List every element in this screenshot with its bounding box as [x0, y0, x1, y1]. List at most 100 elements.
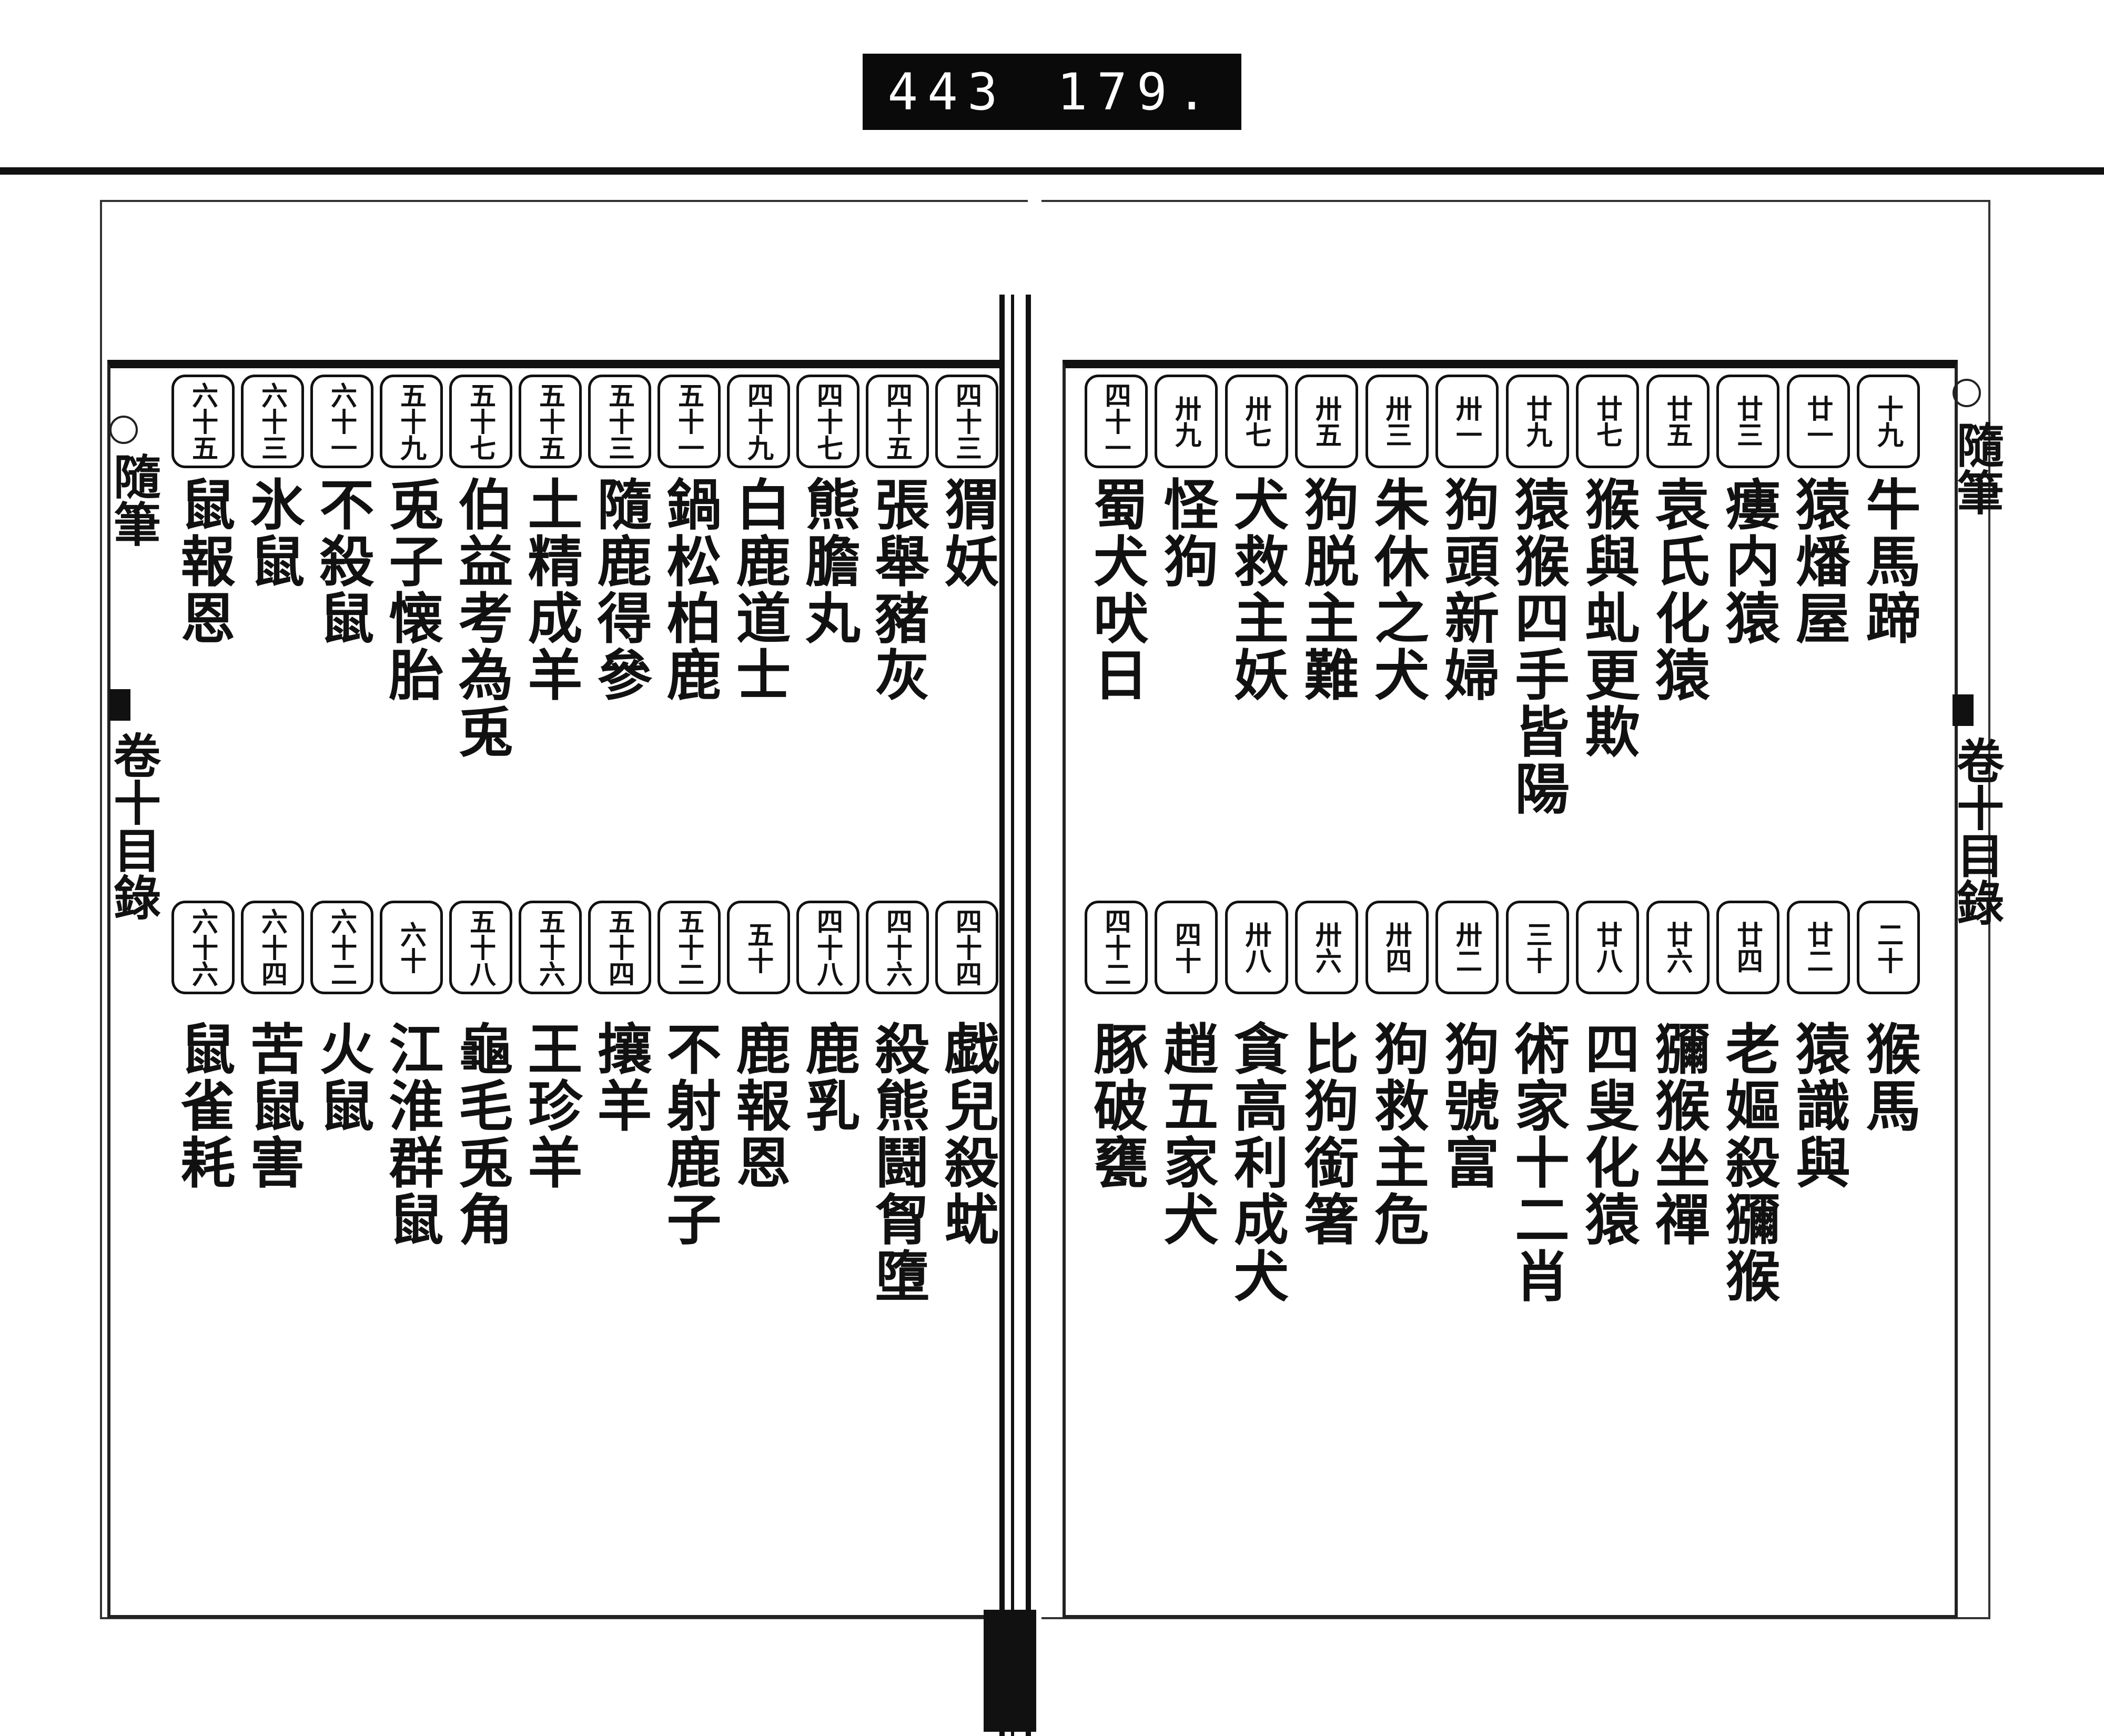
entry-number-label: 四十四 [935, 901, 998, 994]
left-page-outer-frame [100, 200, 1028, 1619]
entry-number-label: 五十三 [588, 375, 651, 468]
entry-title: 狗頭新婦 [1435, 476, 1500, 703]
entry-number-label: 卅二 [1435, 901, 1499, 994]
right-margin-section: 卷十目錄 [1948, 736, 2004, 926]
entry-title: 熊膽丸 [796, 476, 861, 647]
right-margin-title: 隨筆 [1948, 421, 2004, 516]
entry-number-label: 廿五 [1646, 375, 1710, 468]
entry-title: 戯兒殺蚘 [935, 1021, 999, 1248]
entry-title: 攘羊 [588, 1021, 652, 1134]
margin-black-fishtail [109, 689, 130, 721]
entry-title: 氷鼠 [240, 476, 305, 590]
entry-number-label: 四十一 [1084, 375, 1148, 468]
book-spine-binding [999, 295, 1041, 1736]
entry-number-label: 二十 [1857, 901, 1920, 994]
entry-number-label: 四十 [1155, 901, 1218, 994]
entry-number-label: 六十六 [171, 901, 235, 994]
entry-number-label: 四十五 [866, 375, 929, 468]
entry-number-label: 廿七 [1576, 375, 1639, 468]
entry-number-label: 廿四 [1716, 901, 1779, 994]
entry-title: 土精成羊 [518, 476, 583, 703]
entry-title: 張舉豬灰 [865, 476, 930, 703]
entry-title: 鍋松柏鹿 [657, 476, 722, 703]
entry-title: 殺熊鬪胷墮 [865, 1021, 930, 1305]
scanner-top-rule [0, 167, 2104, 175]
entry-number-label: 四十八 [796, 901, 859, 994]
entry-title: 不殺鼠 [310, 476, 375, 647]
entry-number-label: 卅八 [1225, 901, 1288, 994]
entry-number-label: 四十二 [1084, 901, 1148, 994]
entry-title: 瘻内猿 [1716, 476, 1781, 647]
entry-title: 趙五家犬 [1154, 1021, 1219, 1248]
margin-circle-mark [1953, 379, 1981, 407]
entry-title: 白鹿道士 [726, 476, 791, 703]
entry-number-label: 六十二 [310, 901, 373, 994]
entry-title: 朱休之犬 [1364, 476, 1430, 703]
margin-black-fishtail [1953, 694, 1974, 726]
entry-title: 猿燔屋 [1786, 476, 1851, 647]
entry-number-label: 六十四 [241, 901, 304, 994]
entry-title: 火鼠 [310, 1021, 375, 1134]
left-margin-section: 卷十目錄 [105, 731, 161, 921]
entry-title: 鼠雀耗 [171, 1021, 236, 1191]
entry-title: 猬妖 [935, 476, 999, 590]
entry-number-label: 廿八 [1576, 901, 1639, 994]
entry-number-label: 廿九 [1505, 375, 1569, 468]
entry-number-label: 卅五 [1295, 375, 1358, 468]
entry-title: 猿猴四手皆陽 [1505, 476, 1570, 817]
entry-number-label: 三十 [1505, 901, 1569, 994]
entry-number-label: 五十七 [449, 375, 512, 468]
entry-number-label: 四十九 [727, 375, 790, 468]
entry-title: 猿識與 [1786, 1021, 1851, 1191]
entry-number-label: 廿二 [1786, 901, 1850, 994]
entry-number-label: 六十五 [171, 375, 235, 468]
entry-title: 江淮群鼠 [379, 1021, 444, 1248]
entry-title: 術家十二肖 [1505, 1021, 1570, 1305]
entry-number-label: 五十九 [380, 375, 443, 468]
scan-label-right-number: 179. [1057, 62, 1217, 122]
entry-title: 狗救主危 [1364, 1021, 1430, 1248]
entry-number-label: 卅七 [1225, 375, 1288, 468]
entry-title: 鹿乳 [796, 1021, 861, 1134]
entry-number-label: 卅一 [1435, 375, 1499, 468]
entry-number-label: 六十 [380, 901, 443, 994]
entry-title: 牛馬蹄 [1856, 476, 1921, 647]
entry-title: 獼猴坐禪 [1645, 1021, 1711, 1248]
entry-number-label: 卅四 [1365, 901, 1429, 994]
entry-title: 兎子懐胎 [379, 476, 444, 703]
entry-number-label: 五十八 [449, 901, 512, 994]
entry-title: 隨鹿得參 [588, 476, 652, 703]
scan-label-left-number: 443 [887, 62, 1007, 122]
entry-number-label: 十九 [1857, 375, 1920, 468]
entry-title: 鼠報恩 [171, 476, 236, 647]
entry-number-label: 五十四 [588, 901, 651, 994]
margin-circle-mark [109, 416, 138, 444]
left-margin-title: 隨筆 [105, 452, 161, 547]
entry-title: 龜毛兎角 [449, 1021, 513, 1248]
entry-title: 四叟化猿 [1575, 1021, 1640, 1248]
entry-number-label: 五十六 [519, 901, 582, 994]
entry-number-label: 四十七 [796, 375, 859, 468]
spine-tab [984, 1610, 1036, 1732]
entry-number-label: 廿三 [1716, 375, 1779, 468]
entry-number-label: 四十六 [866, 901, 929, 994]
entry-title: 鹿報恩 [726, 1021, 791, 1191]
entry-number-label: 卅九 [1155, 375, 1218, 468]
entry-title: 袁氏化猿 [1645, 476, 1711, 703]
entry-number-label: 五十二 [658, 901, 721, 994]
entry-title: 狗號富 [1435, 1021, 1500, 1191]
entry-number-label: 四十三 [935, 375, 998, 468]
entry-title: 怪狗 [1154, 476, 1219, 590]
entry-title: 猴馬 [1856, 1021, 1921, 1134]
entry-number-label: 廿一 [1786, 375, 1850, 468]
entry-title: 豚破甕 [1084, 1021, 1149, 1191]
entry-title: 不射鹿子 [657, 1021, 722, 1248]
entry-number-label: 卅六 [1295, 901, 1358, 994]
entry-title: 苦鼠害 [240, 1021, 305, 1191]
scan-reference-label: 443 179. [863, 54, 1241, 130]
entry-title: 王珍羊 [518, 1021, 583, 1191]
entry-number-label: 五十一 [658, 375, 721, 468]
entry-title: 伯益考為兎 [449, 476, 513, 760]
entry-title: 比狗銜箸 [1294, 1021, 1359, 1248]
right-page-outer-frame [1041, 200, 1990, 1619]
